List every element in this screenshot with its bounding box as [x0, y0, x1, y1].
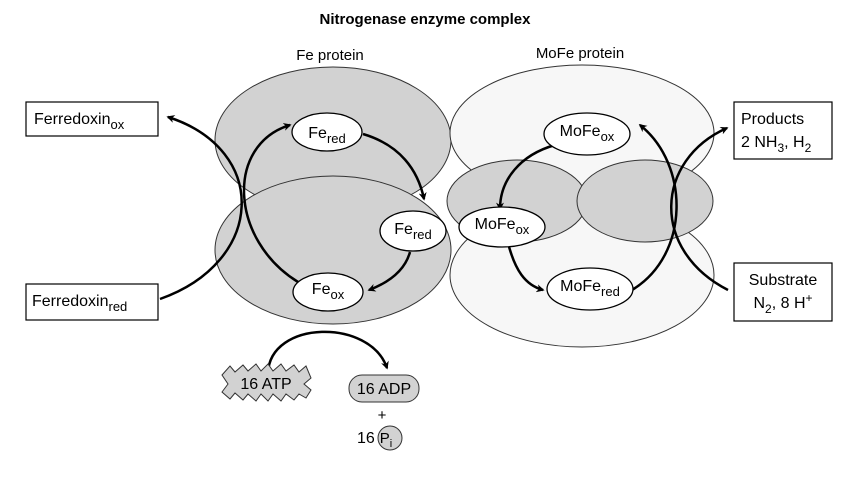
atp-starburst: [221, 363, 312, 402]
mofe-protein-label: MoFe protein: [536, 45, 624, 62]
ferredoxin-ox-label: Ferredoxinox: [34, 111, 125, 132]
fe-protein-lower-subunit: [214, 175, 452, 325]
mofe-red-label: MoFered: [560, 278, 620, 299]
ferredoxin-ox-box: [25, 101, 159, 137]
mofe-red-node: [546, 267, 634, 311]
atp-hydrolysis-arrow: [266, 330, 389, 374]
ferredoxin-red-label: Ferredoxinred: [32, 293, 127, 314]
fe-ox-node: [292, 272, 364, 312]
atp-label: 16 ATP: [240, 376, 291, 393]
substrate-box: [733, 262, 833, 322]
substrate-products-arrow: [670, 126, 729, 292]
products-formula: 2 NH3, H2: [741, 134, 812, 155]
plus-sign: +: [378, 407, 387, 424]
fe-ox-label: Feox: [312, 281, 345, 302]
fe-red-mid-node: [379, 210, 447, 252]
adp-pill: [348, 374, 420, 403]
ferredoxin-red-box: [25, 283, 159, 321]
fe-oxidation-arrow: [367, 251, 412, 292]
phosphate-circle: [377, 425, 403, 451]
mofe-cycle-arc-arrow: [631, 123, 678, 292]
fe-red-top-label: Fered: [308, 125, 345, 146]
pi-count: 16: [357, 430, 375, 447]
substrate-formula: N2, 8 H+: [753, 291, 812, 316]
products-title: Products: [741, 111, 804, 128]
phosphate-label: Pi: [380, 430, 392, 450]
mofe-red-arrow: [506, 242, 545, 293]
mofe-ox-mid-node: [458, 206, 546, 248]
mofe-ox-top-node: [543, 112, 631, 156]
fe-red-mid-label: Fered: [394, 221, 431, 242]
mofe-ox-top-label: MoFeox: [560, 123, 615, 144]
diagram-title: Nitrogenase enzyme complex: [320, 11, 532, 28]
mofe-protein-right-core: [576, 159, 714, 243]
fe-cycle-arc-arrow: [242, 123, 299, 284]
mofe-reduction-arrow: [496, 143, 556, 211]
fe-red-top-node: [291, 112, 363, 152]
reaction-arrows: [159, 115, 729, 374]
fe-protein-label: Fe protein: [296, 47, 364, 64]
ferredoxin-arrow: [159, 115, 243, 301]
fe-red-transfer-arrow: [362, 132, 427, 201]
substrate-title: Substrate: [749, 272, 818, 289]
adp-label: 16 ADP: [357, 381, 411, 398]
products-box: [733, 101, 833, 160]
mofe-ox-mid-label: MoFeox: [475, 216, 530, 237]
